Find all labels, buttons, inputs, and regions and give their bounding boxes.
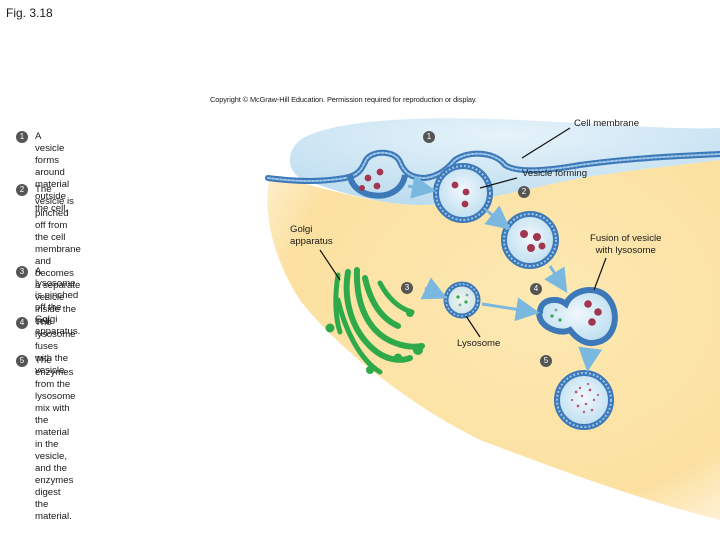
step-line: the material in the vesicle, and the — [35, 415, 70, 474]
step-line: becomes a separate vesicle — [35, 268, 81, 303]
label-golgi-apparatus: Golgi apparatus — [290, 224, 333, 248]
diagram-badge-5: 5 — [540, 355, 552, 367]
step-text: A lysosome is pinched off the Golgi appa… — [35, 266, 80, 338]
leader-golgi — [319, 249, 341, 281]
particle — [359, 185, 365, 191]
step-line: inside the cell. — [35, 304, 77, 327]
step-text: The enzymes from the lysosome mix with t… — [35, 355, 76, 523]
label-fusion: Fusion of vesicle with lysosome — [590, 233, 661, 257]
particle — [594, 308, 602, 316]
particle — [533, 233, 541, 241]
process-arrows — [407, 174, 603, 372]
diagram-badge-4: 4 — [530, 283, 542, 295]
golgi-apparatus — [333, 267, 425, 375]
particle — [520, 230, 528, 238]
cytoplasm-region — [267, 160, 720, 520]
label-line: Fusion of vesicle — [590, 233, 662, 244]
golgi-vesicles — [325, 309, 423, 374]
arrow-golgi-to-lysosome — [420, 277, 448, 300]
particle — [373, 182, 381, 190]
step-number: 4 — [16, 317, 28, 329]
step-line: the cell membrane and — [35, 232, 81, 267]
step-number: 1 — [16, 131, 28, 143]
particle — [584, 300, 592, 308]
particle — [451, 181, 459, 189]
diagram-badge-3: 3 — [401, 282, 413, 294]
fusion-vesicle — [536, 287, 618, 346]
label-line: Golgi — [290, 224, 313, 235]
label-line: apparatus — [290, 236, 333, 247]
label-lysosome: Lysosome — [457, 338, 501, 349]
arrow-vesicle-to-fusion — [544, 265, 568, 294]
copyright-notice: Copyright © McGraw-Hill Education. Permi… — [210, 95, 477, 104]
arrow-lysosome-to-fusion — [481, 297, 540, 322]
vesicle-forming — [433, 163, 493, 223]
leader-lysosome — [465, 315, 481, 338]
step-text: The lysosome fuses with the vesicle. — [35, 317, 76, 377]
step-line: outside the cell. — [35, 191, 69, 214]
step-line: A vesicle forms around material — [35, 131, 70, 190]
step-line: A lysosome is pinched off the — [35, 266, 79, 313]
step-line: The lysosome fuses with the vesicle. — [35, 317, 76, 376]
arrow-1-to-2 — [407, 174, 436, 199]
label-vesicle-forming: Vesicle forming — [522, 168, 588, 179]
step-number: 3 — [16, 266, 28, 278]
particle — [527, 244, 535, 252]
arrow-2-to-separate — [484, 205, 511, 230]
separate-vesicle — [501, 211, 559, 269]
step-line: The vesicle is pinched off from — [35, 184, 74, 231]
step-line: Golgi apparatus. — [35, 314, 81, 337]
membrane-invagination — [347, 174, 408, 199]
particle — [538, 242, 546, 250]
leader-lines — [319, 127, 607, 338]
step-text: A vesicle forms around material outside … — [35, 131, 69, 215]
arrow-fusion-to-digest — [578, 346, 603, 372]
step-text: The vesicle is pinched off from the cell… — [35, 184, 81, 328]
figure-title: Fig. 3.18 — [6, 6, 53, 20]
leader-cell-membrane — [521, 127, 571, 159]
particle — [588, 318, 596, 326]
digesting-vesicle — [554, 370, 614, 430]
captured-material — [359, 168, 384, 191]
step-line: enzymes digest the material. — [35, 475, 74, 522]
diagram-badge-2: 2 — [518, 186, 530, 198]
particle — [364, 174, 372, 182]
particle — [376, 168, 384, 176]
lysosome — [443, 281, 481, 319]
particle — [462, 188, 470, 196]
label-cell-membrane: Cell membrane — [574, 118, 640, 129]
step-number: 2 — [16, 184, 28, 196]
particle — [461, 200, 469, 208]
step-line: The enzymes from the lysosome mix with — [35, 355, 76, 414]
leader-fusion — [593, 257, 607, 291]
step-number: 5 — [16, 355, 28, 367]
diagram-badge-1: 1 — [423, 131, 435, 143]
label-line: with lysosome — [595, 245, 656, 256]
leader-vesicle-forming — [479, 177, 518, 189]
